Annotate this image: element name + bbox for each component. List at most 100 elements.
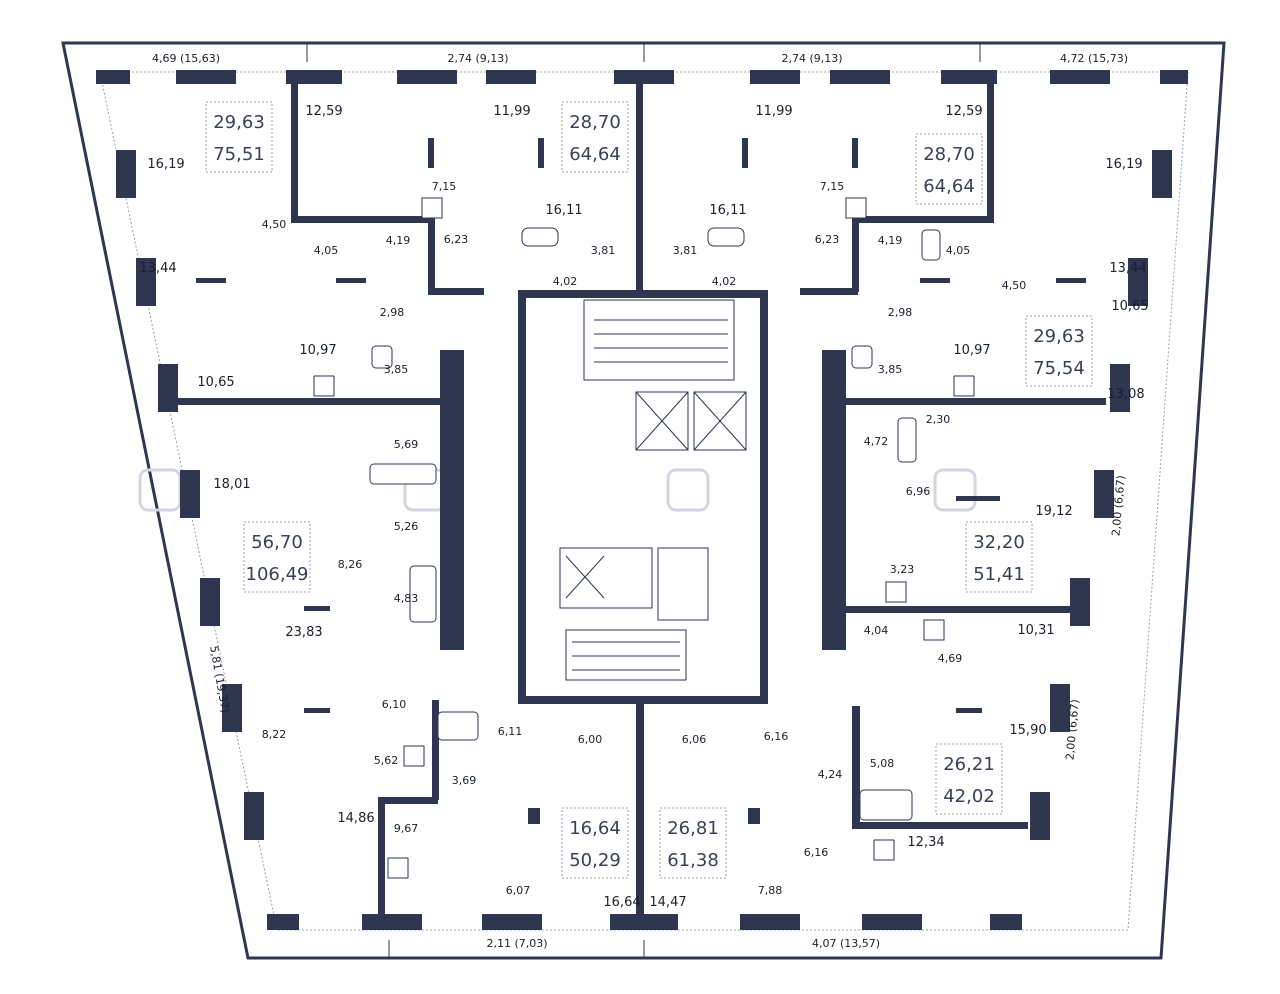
apartment-living-area: 28,70 <box>569 112 621 133</box>
apartment-living-area: 26,21 <box>943 754 995 775</box>
room-area-label: 13,44 <box>139 261 176 276</box>
apartment-total-area: 51,41 <box>973 564 1025 585</box>
room-area-label: 7,88 <box>758 884 783 897</box>
interior-walls <box>176 84 1106 920</box>
room-area-label: 4,24 <box>818 768 843 781</box>
room-area-label: 5,69 <box>394 438 419 451</box>
room-area-label: 10,97 <box>953 343 990 358</box>
room-area-label: 5,62 <box>374 754 399 767</box>
stove-icons <box>313 197 975 879</box>
apartment-total-area: 64,64 <box>923 176 975 197</box>
room-area-label: 12,59 <box>305 104 342 119</box>
room-area-label: 19,12 <box>1035 504 1072 519</box>
facade-piers <box>96 70 1188 930</box>
room-area-label: 7,15 <box>820 180 845 193</box>
room-area-label: 3,85 <box>384 363 409 376</box>
apartment-living-area: 29,63 <box>1033 326 1085 347</box>
room-area-label: 5,08 <box>870 757 895 770</box>
room-area-label: 4,83 <box>394 592 419 605</box>
bottom-dimension: 4,07 (13,57) <box>812 937 880 950</box>
room-area-label: 8,22 <box>262 728 287 741</box>
apartment-total-area: 42,02 <box>943 786 995 807</box>
room-area-label: 15,90 <box>1009 723 1046 738</box>
room-area-label: 23,83 <box>285 625 322 640</box>
room-area-label: 6,16 <box>764 730 789 743</box>
top-dimension: 2,74 (9,13) <box>447 52 508 65</box>
room-area-label: 3,81 <box>673 244 698 257</box>
room-area-label: 4,02 <box>553 275 578 288</box>
room-area-label: 16,11 <box>709 203 746 218</box>
room-area-label: 2,30 <box>926 413 951 426</box>
room-area-label: 10,65 <box>1111 299 1148 314</box>
room-area-label: 6,11 <box>498 725 523 738</box>
room-area-label: 4,69 <box>938 652 963 665</box>
room-area-label: 3,81 <box>591 244 616 257</box>
apartment-living-area: 26,81 <box>667 818 719 839</box>
room-area-label: 16,19 <box>1105 157 1142 172</box>
room-area-label: 10,31 <box>1017 623 1054 638</box>
room-area-label: 2,98 <box>888 306 913 319</box>
bottom-dimension: 2,11 (7,03) <box>486 937 547 950</box>
room-area-label: 10,97 <box>299 343 336 358</box>
room-area-label: 4,19 <box>386 234 411 247</box>
apartment-total-area: 61,38 <box>667 850 719 871</box>
room-area-label: 6,23 <box>815 233 840 246</box>
room-area-label: 13,08 <box>1107 387 1144 402</box>
room-area-label: 5,26 <box>394 520 419 533</box>
room-area-label: 6,00 <box>578 733 603 746</box>
room-area-label: 11,99 <box>755 104 792 119</box>
apartment-living-area: 56,70 <box>251 532 303 553</box>
room-area-label: 6,23 <box>444 233 469 246</box>
top-dimension: 2,74 (9,13) <box>781 52 842 65</box>
apartment-living-area: 16,64 <box>569 818 621 839</box>
room-area-label: 4,72 <box>864 435 889 448</box>
room-area-label: 6,96 <box>906 485 931 498</box>
room-area-label: 12,59 <box>945 104 982 119</box>
apartment-total-area: 50,29 <box>569 850 621 871</box>
room-area-label: 16,11 <box>545 203 582 218</box>
room-area-label: 3,85 <box>878 363 903 376</box>
core-stairs-elevators <box>559 299 747 681</box>
apartment-total-area: 64,64 <box>569 144 621 165</box>
apartment-total-area: 75,54 <box>1033 358 1085 379</box>
room-area-label: 10,65 <box>197 375 234 390</box>
room-area-label: 4,05 <box>314 244 339 257</box>
facade-glazing <box>99 71 1189 931</box>
bathroom-fixtures <box>369 227 941 821</box>
top-dimension: 4,69 (15,63) <box>152 52 220 65</box>
room-area-label: 4,19 <box>878 234 903 247</box>
room-area-label: 4,50 <box>262 218 287 231</box>
area-boxes <box>205 101 1093 879</box>
apartment-total-area: 106,49 <box>246 564 309 585</box>
building-outline <box>61 41 1226 960</box>
room-area-label: 16,64 <box>603 895 640 910</box>
room-area-label: 6,07 <box>506 884 531 897</box>
room-area-label: 8,26 <box>338 558 363 571</box>
room-area-label: 4,04 <box>864 624 889 637</box>
room-area-label: 9,67 <box>394 822 419 835</box>
room-area-label: 6,06 <box>682 733 707 746</box>
room-area-label: 18,01 <box>213 477 250 492</box>
apartment-living-area: 32,20 <box>973 532 1025 553</box>
room-area-label: 3,69 <box>452 774 477 787</box>
right-dimension: 2,00 (6,67) <box>1109 475 1127 537</box>
right-dimension: 2,00 (6,67) <box>1063 699 1081 761</box>
room-area-label: 4,05 <box>946 244 971 257</box>
top-dimension: 4,72 (15,73) <box>1060 52 1128 65</box>
apartment-living-area: 28,70 <box>923 144 975 165</box>
apartment-total-area: 75,51 <box>213 144 265 165</box>
room-area-label: 2,98 <box>380 306 405 319</box>
room-area-label: 7,15 <box>432 180 457 193</box>
room-area-label: 12,34 <box>907 835 944 850</box>
room-area-label: 6,16 <box>804 846 829 859</box>
apartment-living-area: 29,63 <box>213 112 265 133</box>
room-area-label: 11,99 <box>493 104 530 119</box>
room-area-label: 14,47 <box>649 895 686 910</box>
room-area-label: 6,10 <box>382 698 407 711</box>
room-area-label: 16,19 <box>147 157 184 172</box>
room-area-label: 13,44 <box>1109 261 1146 276</box>
room-area-label: 4,50 <box>1002 279 1027 292</box>
room-area-label: 14,86 <box>337 811 374 826</box>
room-area-label: 4,02 <box>712 275 737 288</box>
